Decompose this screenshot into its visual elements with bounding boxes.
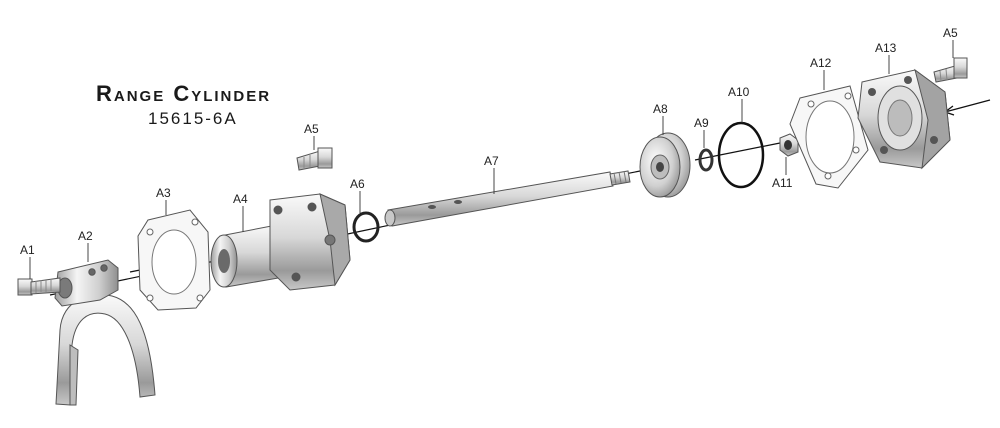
label-a6: A6 [350, 177, 365, 191]
nut-a11-part [779, 133, 799, 157]
part-labels: A1 A2 A3 A4 A5 A6 A7 A8 A9 A10 A11 A12 A… [20, 26, 958, 257]
cover-a13-part [857, 68, 951, 170]
bolt-a5-right-part [933, 57, 968, 83]
cylinder-housing-a4-part [210, 193, 351, 291]
bolt-a1-part [17, 277, 61, 296]
label-a9: A9 [694, 116, 709, 130]
label-a4: A4 [233, 192, 248, 206]
label-a5-right: A5 [943, 26, 958, 40]
shaft-a7-part [384, 170, 631, 227]
gasket-a12-part [789, 85, 869, 189]
label-a2: A2 [78, 229, 93, 243]
bolt-a5-left-part [296, 147, 333, 171]
o-ring-a6-part [352, 211, 380, 243]
label-a5-left: A5 [304, 122, 319, 136]
part-number: 15615-6A [148, 109, 238, 128]
label-a12: A12 [810, 56, 832, 70]
label-a10: A10 [728, 85, 750, 99]
shift-fork-part [54, 259, 156, 406]
label-a3: A3 [156, 186, 171, 200]
label-a11: A11 [772, 176, 793, 190]
diagram-title: Range Cylinder [96, 81, 271, 106]
gasket-a3-part [137, 209, 211, 311]
washer-a9-part [698, 148, 714, 172]
label-a7: A7 [484, 154, 499, 168]
label-a8: A8 [653, 102, 668, 116]
piston-a8-part [639, 132, 691, 198]
leader-lines [29, 40, 954, 279]
label-a1: A1 [20, 243, 35, 257]
o-ring-a10-part [717, 121, 765, 189]
label-a13: A13 [875, 41, 897, 55]
